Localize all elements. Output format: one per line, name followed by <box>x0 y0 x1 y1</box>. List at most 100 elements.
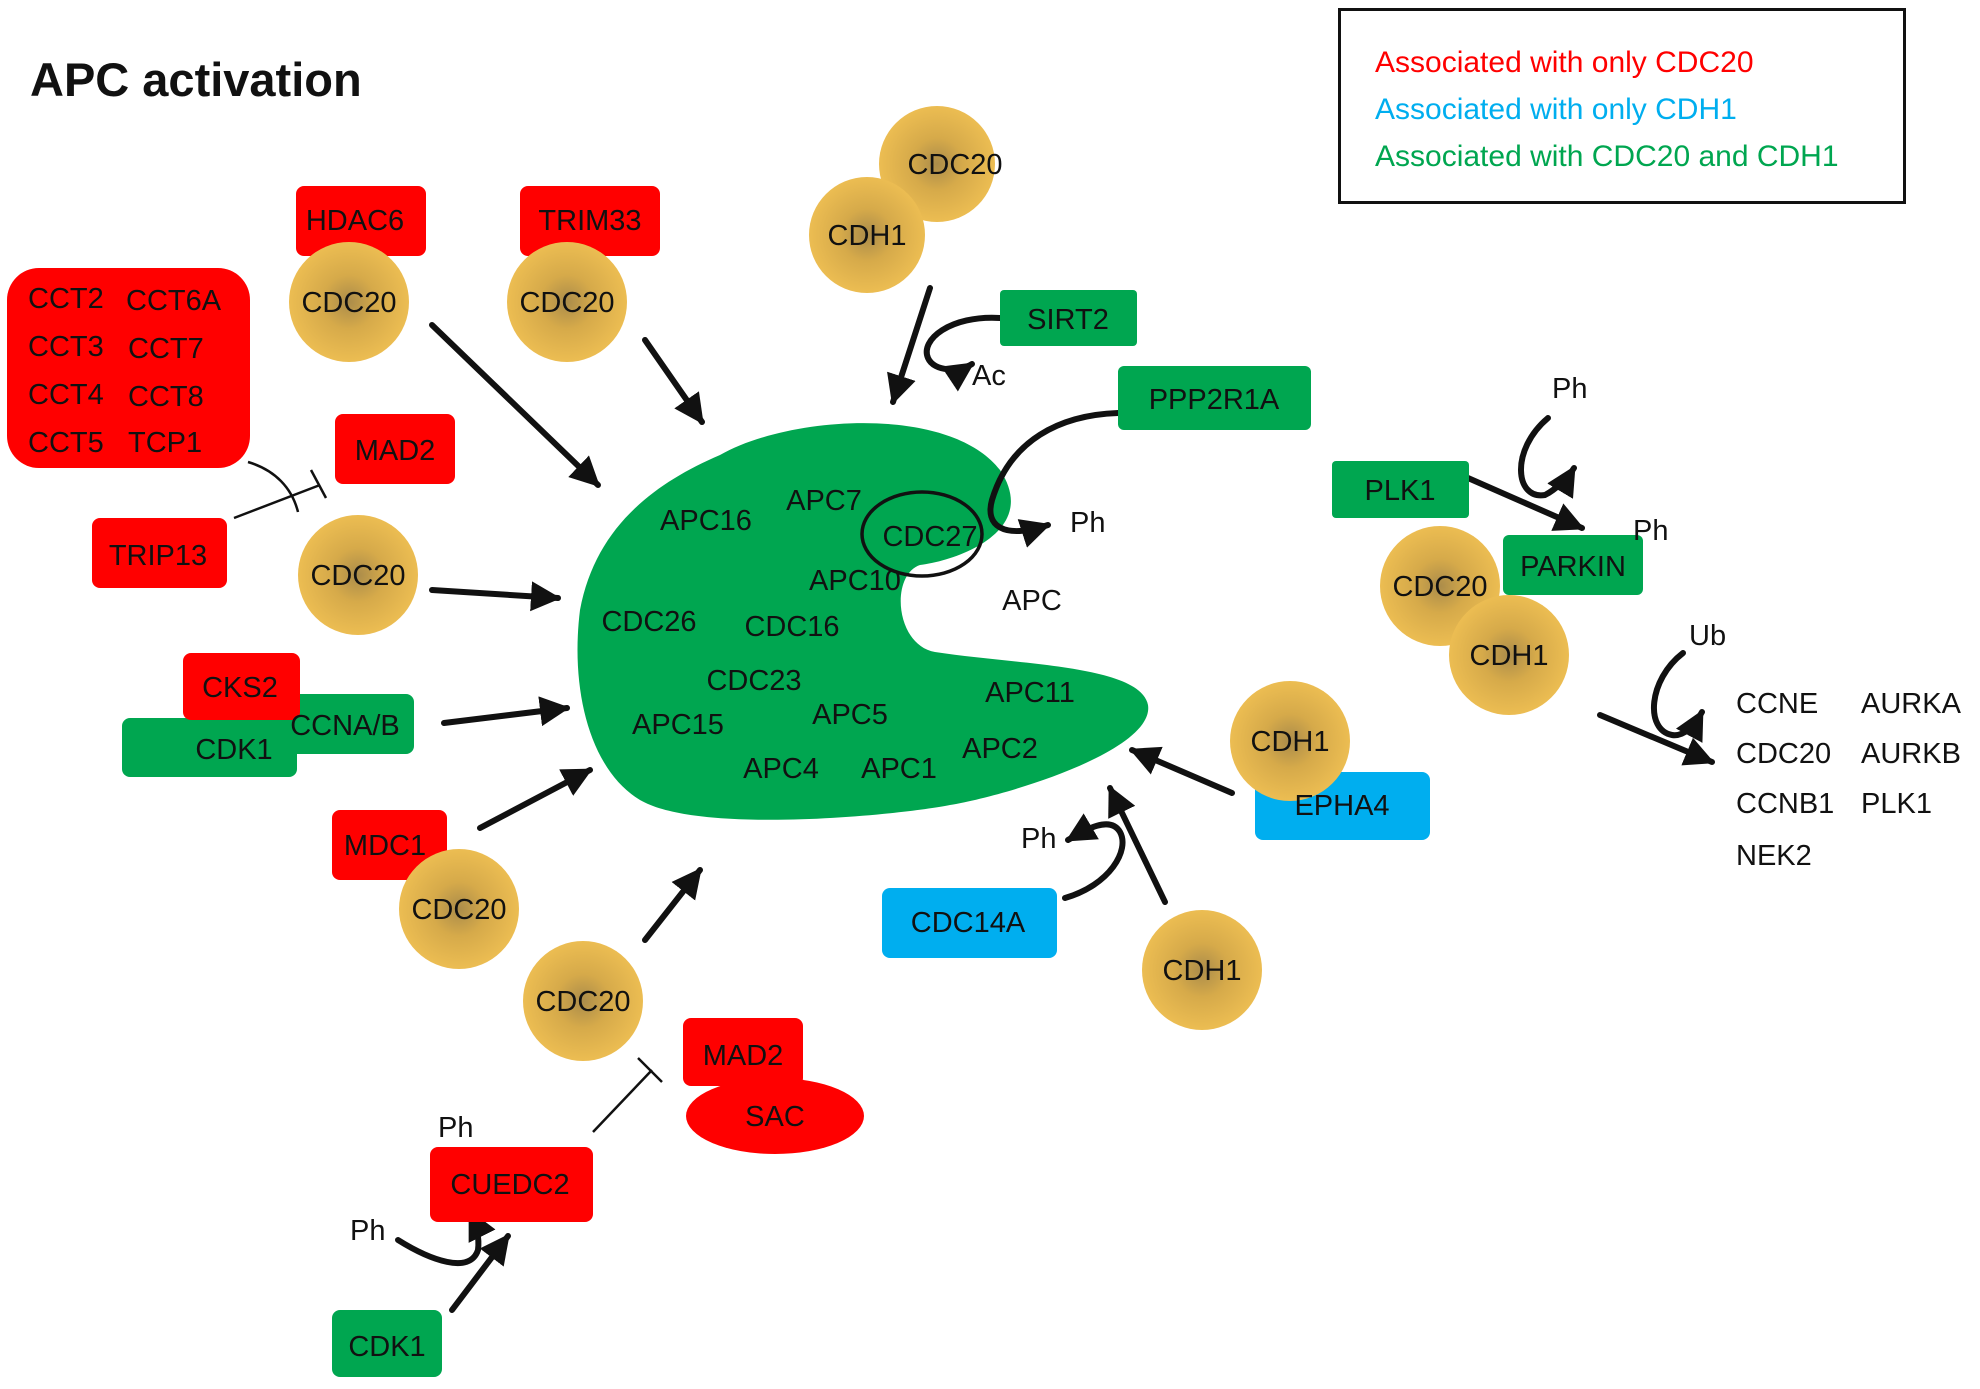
cct-item: CCT6A <box>126 285 222 317</box>
ph-label-plk1: Ph <box>1552 373 1587 405</box>
cks2-box <box>183 653 300 720</box>
trip13-label: TRIP13 <box>109 540 207 572</box>
arrow-cdh1-to-substrates <box>1597 712 1715 766</box>
sac-ellipse <box>686 1078 864 1154</box>
cdh1-bottom-label: CDH1 <box>1163 955 1242 987</box>
trip13-box <box>92 518 227 588</box>
mad2-top-box <box>335 414 455 484</box>
apc-subunit-apc11: APC11 <box>985 677 1075 709</box>
apc-subunit-apc10: APC10 <box>809 565 901 597</box>
apc-subunit-cdc26: CDC26 <box>601 606 696 638</box>
parkin-label: PARKIN <box>1520 551 1626 583</box>
cdc20-circle-hdac6 <box>289 242 409 362</box>
mdc1-box <box>332 810 447 880</box>
inhibit-cct-arc <box>247 460 300 513</box>
cdk1-bottom-label: CDK1 <box>348 1331 425 1363</box>
ph-label-parkin: Ph <box>1633 515 1668 547</box>
ph-label-cdk1: Ph <box>350 1215 385 1247</box>
arrow-cdh1top-to-apc <box>887 285 933 405</box>
cdc20-circle-trip13 <box>298 515 418 635</box>
cdh1-circle-epha4 <box>1230 681 1350 801</box>
cdh1-right-label: CDH1 <box>1470 640 1549 672</box>
legend-cdc20-only: Associated with only CDC20 <box>1375 46 1754 79</box>
cdk1-bottom-box <box>332 1310 442 1377</box>
apc-subunit-apc16: APC16 <box>660 505 752 537</box>
apc-subunit-cdc16: CDC16 <box>744 611 839 643</box>
cct-item: CCT5 <box>28 427 104 459</box>
cdh1-top-label: CDH1 <box>828 220 907 252</box>
epha4-label: EPHA4 <box>1294 790 1389 822</box>
ppp2r1a-label: PPP2R1A <box>1149 384 1280 416</box>
apc-subunit-cdc27: CDC27 <box>882 521 977 553</box>
arrow-hdac6-to-apc <box>429 322 601 488</box>
cdc20-hdac6-label: CDC20 <box>301 287 396 319</box>
cdk1-left-label: CDK1 <box>195 734 272 766</box>
ph-label-cdc14a: Ph <box>1021 823 1056 855</box>
page-title: APC activation <box>30 53 362 106</box>
apc-subunit-apc5: APC5 <box>812 699 888 731</box>
cct-item: TCP1 <box>128 427 202 459</box>
apc-subunit-apc7: APC7 <box>786 485 862 517</box>
cdc14a-box <box>882 888 1057 958</box>
inhibit-bar-cdc20 <box>309 469 328 499</box>
sac-label: SAC <box>745 1101 805 1133</box>
arrow-cdc20-to-apc <box>429 581 561 612</box>
arrow-cdh1bottom-to-apc <box>1107 785 1168 905</box>
cdh1-circle-top <box>809 177 925 293</box>
ph-label-cuedc2: Ph <box>438 1112 473 1144</box>
cct-item: CCT4 <box>28 379 104 411</box>
apc-subunit-apc4: APC4 <box>743 753 819 785</box>
arrow-trim33-to-apc <box>642 337 705 425</box>
cdc14a-label: CDC14A <box>911 907 1026 939</box>
cdh1-circle-bottom <box>1142 910 1262 1030</box>
cdc20-circle-mdc1 <box>399 849 519 969</box>
hdac6-label: HDAC6 <box>306 205 404 237</box>
cct-complex-box <box>7 268 250 468</box>
arrow-cdk1-to-cuedc2 <box>449 1233 511 1313</box>
plk1-label: PLK1 <box>1365 475 1436 507</box>
arrow-ubiquitination <box>1651 650 1705 743</box>
trim33-box <box>520 186 660 256</box>
cdc20-trip13-label: CDC20 <box>310 560 405 592</box>
mad2-top-label: MAD2 <box>355 435 436 467</box>
arrow-ppp2r1a-to-cdc27 <box>987 410 1121 548</box>
cdh1-epha4-label: CDH1 <box>1251 726 1330 758</box>
arrow-cdk1-phosphorylation <box>395 1209 496 1267</box>
substrate-item: AURKB <box>1861 738 1961 770</box>
ac-label: Ac <box>972 360 1006 392</box>
cuedc2-box <box>430 1147 593 1222</box>
inhibit-trip13-to-cdc20 <box>233 483 321 520</box>
apc-label: APC <box>1002 585 1062 617</box>
arrow-mdc1-to-apc <box>477 767 593 831</box>
cct-item: CCT2 <box>28 283 104 315</box>
cct-item: CCT8 <box>128 381 204 413</box>
inhibit-bar-mad2-sac <box>637 1057 663 1083</box>
mad2-bottom-label: MAD2 <box>703 1040 784 1072</box>
cdc27-highlight-ring <box>860 490 984 578</box>
hdac6-box <box>296 186 426 256</box>
arrow-cdc14a-dephosphorylation <box>1062 813 1126 901</box>
parkin-box <box>1503 535 1643 595</box>
arrow-cdc20bottom-to-apc <box>642 867 703 943</box>
substrate-item: CDC20 <box>1736 738 1831 770</box>
cdc20-circle-bottom <box>523 941 643 1061</box>
ccnab-box <box>277 694 414 754</box>
cdh1-circle-right <box>1449 595 1569 715</box>
plk1-box <box>1332 461 1469 518</box>
cdc20-circle-trim33 <box>507 242 627 362</box>
ph-label-cdc27: Ph <box>1070 507 1105 539</box>
apc-complex-shape <box>577 423 1149 820</box>
apc-subunit-apc1: APC1 <box>861 753 937 785</box>
cdk1-left-box <box>122 718 297 777</box>
cdc20-top-label: CDC20 <box>907 149 1002 181</box>
substrate-item: CCNB1 <box>1736 788 1834 820</box>
inhibit-cuedc2-to-mad2 <box>592 1069 653 1133</box>
apc-subunit-apc15: APC15 <box>632 709 724 741</box>
cct-item: CCT3 <box>28 331 104 363</box>
cks2-label: CKS2 <box>202 672 278 704</box>
ppp2r1a-box <box>1118 366 1311 430</box>
ccnab-label: CCNA/B <box>290 710 400 742</box>
arrow-epha4-to-apc <box>1129 746 1235 796</box>
cdc20-circle-top <box>879 106 995 222</box>
